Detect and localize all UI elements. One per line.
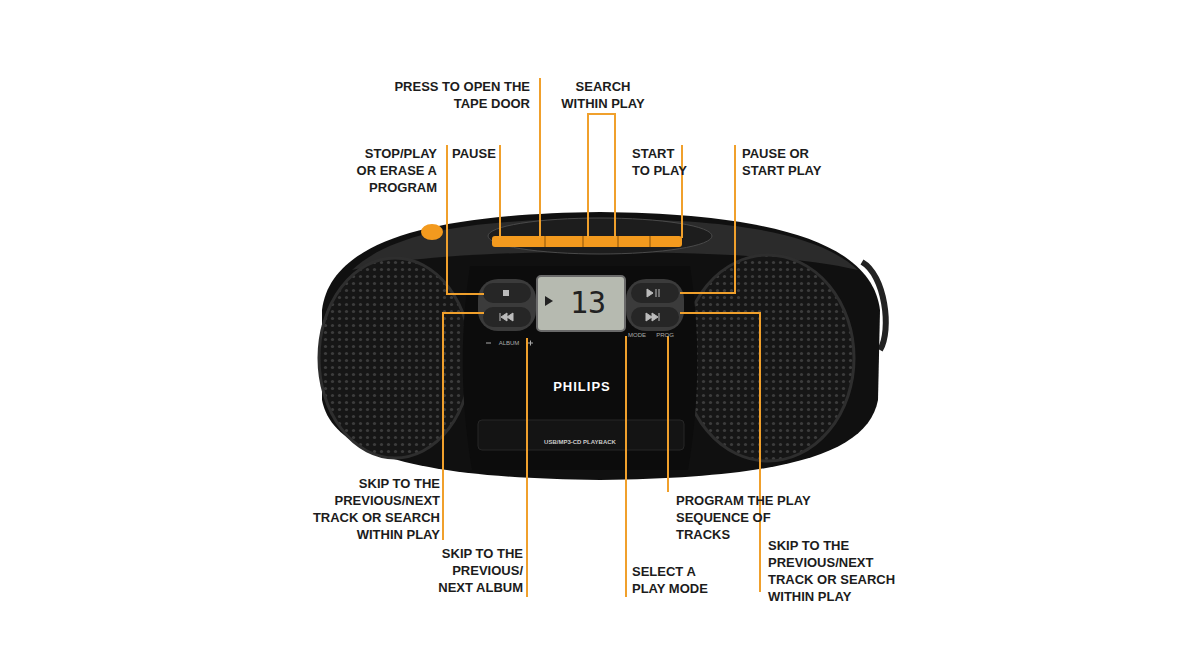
callout-label: PROGRAM THE PLAY SEQUENCE OF TRACKS: [676, 492, 816, 543]
callout-label: PAUSE: [452, 145, 512, 162]
button-label: MODE: [624, 331, 650, 339]
leader-line: [447, 145, 484, 294]
leader-line: [539, 78, 541, 238]
callout-label: SKIP TO THE PREVIOUS/ NEXT ALBUM: [433, 545, 523, 596]
button-divider: [618, 236, 619, 247]
callout-label: PAUSE OR START PLAY: [742, 145, 832, 179]
callout-label: PRESS TO OPEN THE TAPE DOOR: [380, 78, 530, 112]
left-button-cluster: [478, 279, 536, 331]
callout-label: SKIP TO THE PREVIOUS/NEXT TRACK OR SEARC…: [768, 537, 908, 605]
brand-logo: PHILIPS: [530, 379, 634, 395]
leader-line: [680, 145, 735, 293]
leader-line: [680, 313, 760, 592]
leader-line: [625, 336, 627, 597]
play-pause-symbol: [647, 289, 659, 297]
leader-line: [499, 145, 501, 238]
button-divider: [650, 236, 651, 247]
play-pause-button: [631, 283, 679, 303]
plus-sign: [530, 341, 531, 346]
left-speaker: [319, 258, 471, 458]
prev-button: [483, 307, 531, 327]
stop-symbol: [503, 290, 509, 296]
next-button: [631, 307, 679, 327]
button-divider: [583, 236, 584, 247]
callout-label: SEARCH WITHIN PLAY: [555, 78, 651, 112]
feature-text: USB/MP3-CD PLAYBACK: [520, 438, 640, 446]
callout-label: SKIP TO THE PREVIOUS/NEXT TRACK OR SEARC…: [300, 475, 440, 543]
front-panel: [463, 266, 698, 470]
minus-sign: [486, 343, 491, 344]
right-speaker: [682, 255, 854, 461]
leader-line: [667, 336, 669, 492]
button-label: PROG: [652, 331, 678, 339]
right-button-cluster: [626, 279, 684, 331]
next-symbol: [646, 313, 659, 321]
power-light: [421, 224, 443, 240]
leader-line: [443, 313, 484, 540]
callout-label: STOP/PLAY OR ERASE A PROGRAM: [349, 145, 437, 196]
callout-label: START TO PLAY: [632, 145, 692, 179]
tape-deck: [478, 420, 684, 450]
button-label: ALBUM: [494, 339, 524, 347]
lcd-display: [537, 276, 625, 331]
button-divider: [545, 236, 546, 247]
callout-label: SELECT A PLAY MODE: [632, 563, 712, 597]
play-indicator: [545, 296, 553, 306]
prev-symbol: [500, 313, 513, 321]
stop-button: [483, 283, 531, 303]
cd-lid: [488, 218, 712, 254]
leader-line: [681, 145, 683, 238]
display-digits: 13: [556, 285, 620, 321]
bracket: [588, 114, 615, 238]
leader-line: [526, 338, 528, 597]
